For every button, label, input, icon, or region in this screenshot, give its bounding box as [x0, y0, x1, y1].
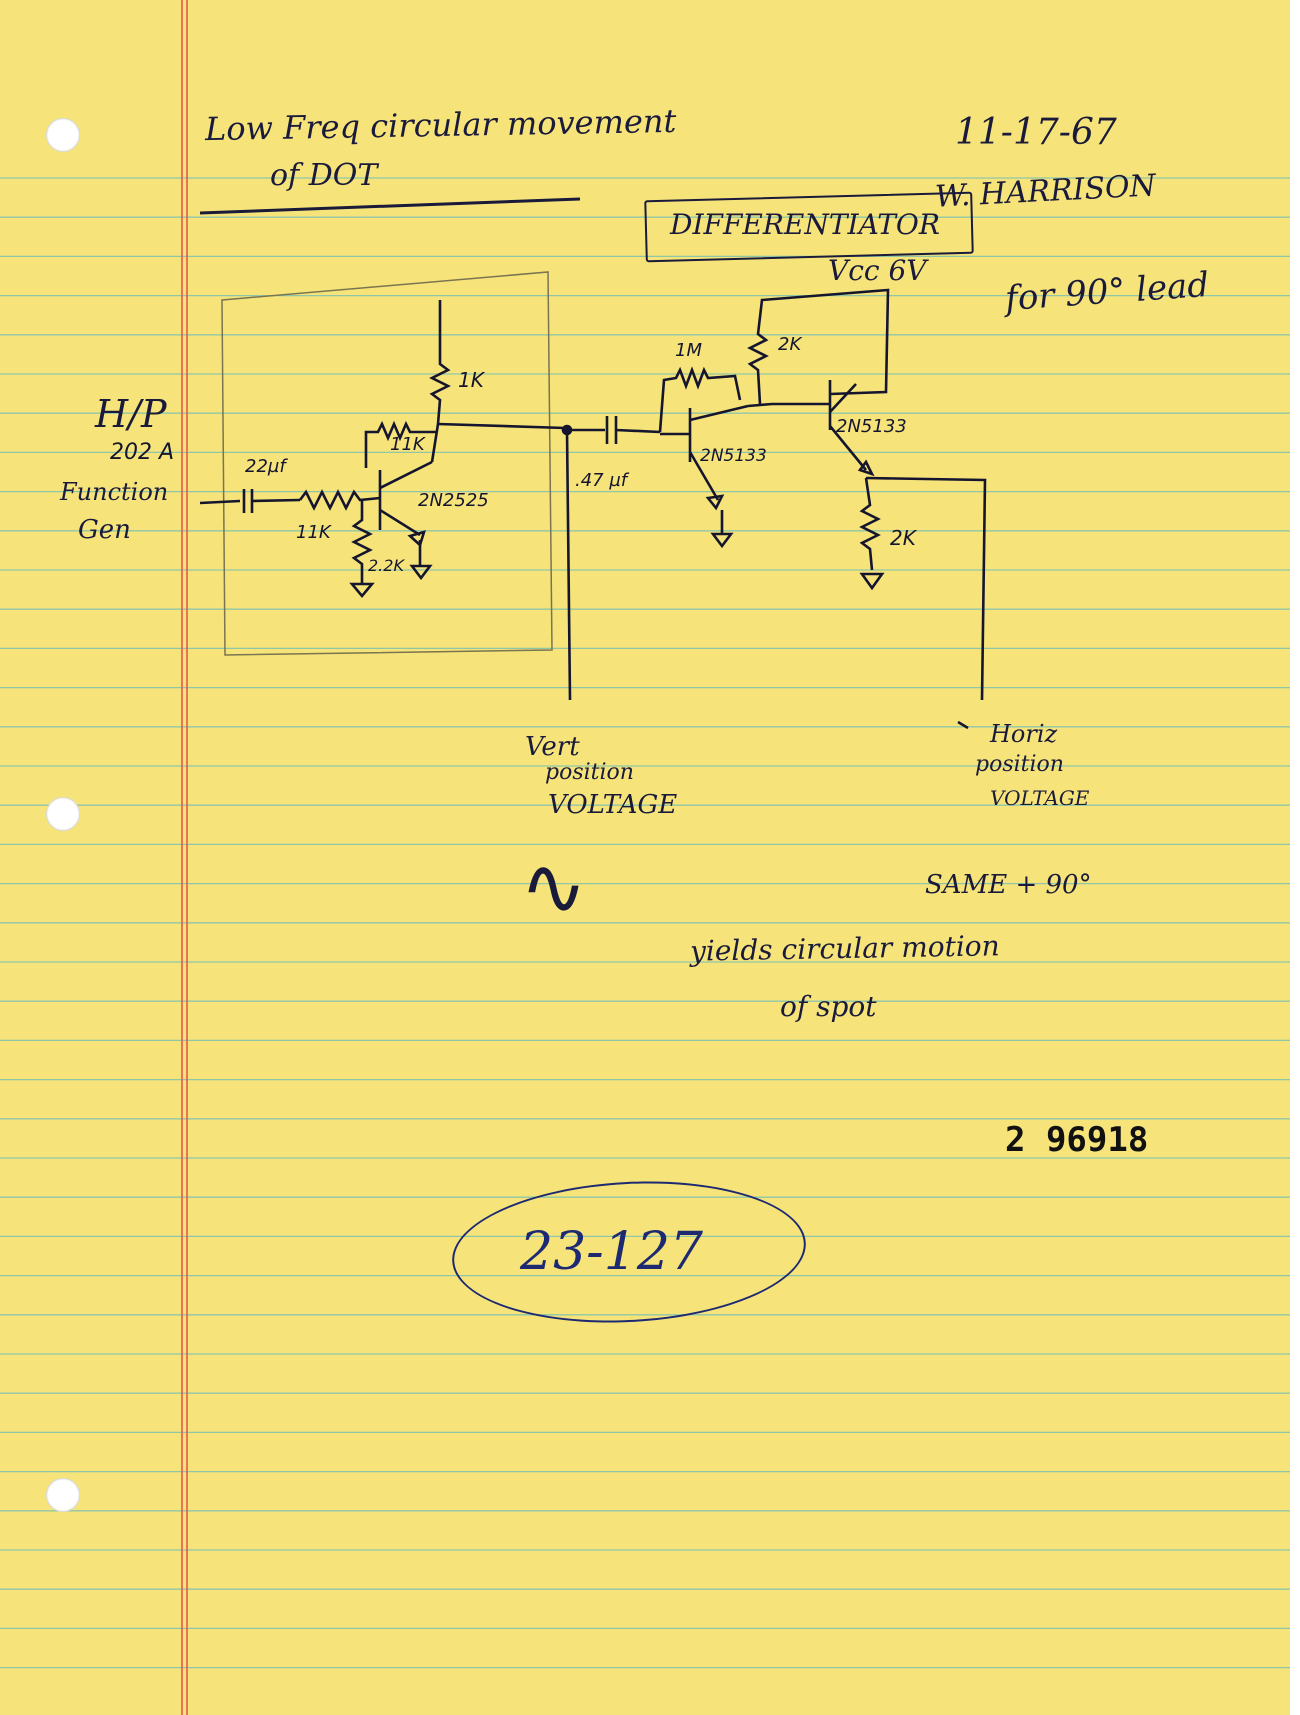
- circuit-schematic: [199, 288, 987, 730]
- same-note: SAME + 90°: [925, 870, 1092, 900]
- title-line-2: of DOT: [270, 158, 378, 193]
- differentiator-label: DIFFERENTIATOR: [670, 208, 940, 241]
- title-underline: [199, 197, 581, 215]
- res-input-label: 11K: [296, 522, 331, 543]
- source-label-hp: H/P: [95, 392, 167, 436]
- vert-label-line1: Vert: [525, 732, 580, 762]
- sine-wave-symbol: ∿: [520, 840, 588, 933]
- res-feedback-label: 11K: [390, 434, 425, 455]
- source-label-function: Function: [60, 478, 169, 506]
- res-1meg-label: 1M: [675, 340, 702, 361]
- res-2k-top-label: 2K: [778, 334, 802, 355]
- transistor3-label: 2N5133: [836, 416, 907, 437]
- transistor2-label: 2N5133: [700, 446, 767, 466]
- pencil-box: [221, 271, 553, 656]
- yields-note: yields circular motion: [689, 929, 1000, 968]
- date-label: 11-17-67: [955, 112, 1117, 153]
- vert-label-line3: VOLTAGE: [548, 790, 678, 820]
- binder-hole-middle: [46, 797, 80, 831]
- stamp-number: 2 96918: [1005, 1120, 1149, 1160]
- res-collector-label: 1K: [458, 368, 484, 392]
- cap-diff-label: .47 µf: [575, 470, 628, 491]
- res-2k-bottom-label: 2K: [890, 526, 916, 550]
- source-label-model: 202 A: [110, 440, 175, 465]
- vcc-note: Vcc 6V: [828, 254, 927, 287]
- circled-number: 23-127: [520, 1222, 703, 1282]
- binder-hole-top: [46, 118, 80, 152]
- horiz-label-line1: Horiz: [990, 720, 1058, 748]
- binder-hole-bottom: [46, 1478, 80, 1512]
- horiz-label-line3: VOLTAGE: [990, 786, 1090, 810]
- spot-note: of spot: [780, 990, 877, 1023]
- source-label-gen: Gen: [78, 515, 131, 545]
- res-emitter-label: 2.2K: [368, 556, 404, 575]
- cap-input-label: 22µf: [245, 456, 286, 477]
- horiz-label-line2: position: [975, 752, 1064, 777]
- vert-label-line2: position: [545, 760, 634, 785]
- transistor1-label: 2N2525: [418, 490, 489, 511]
